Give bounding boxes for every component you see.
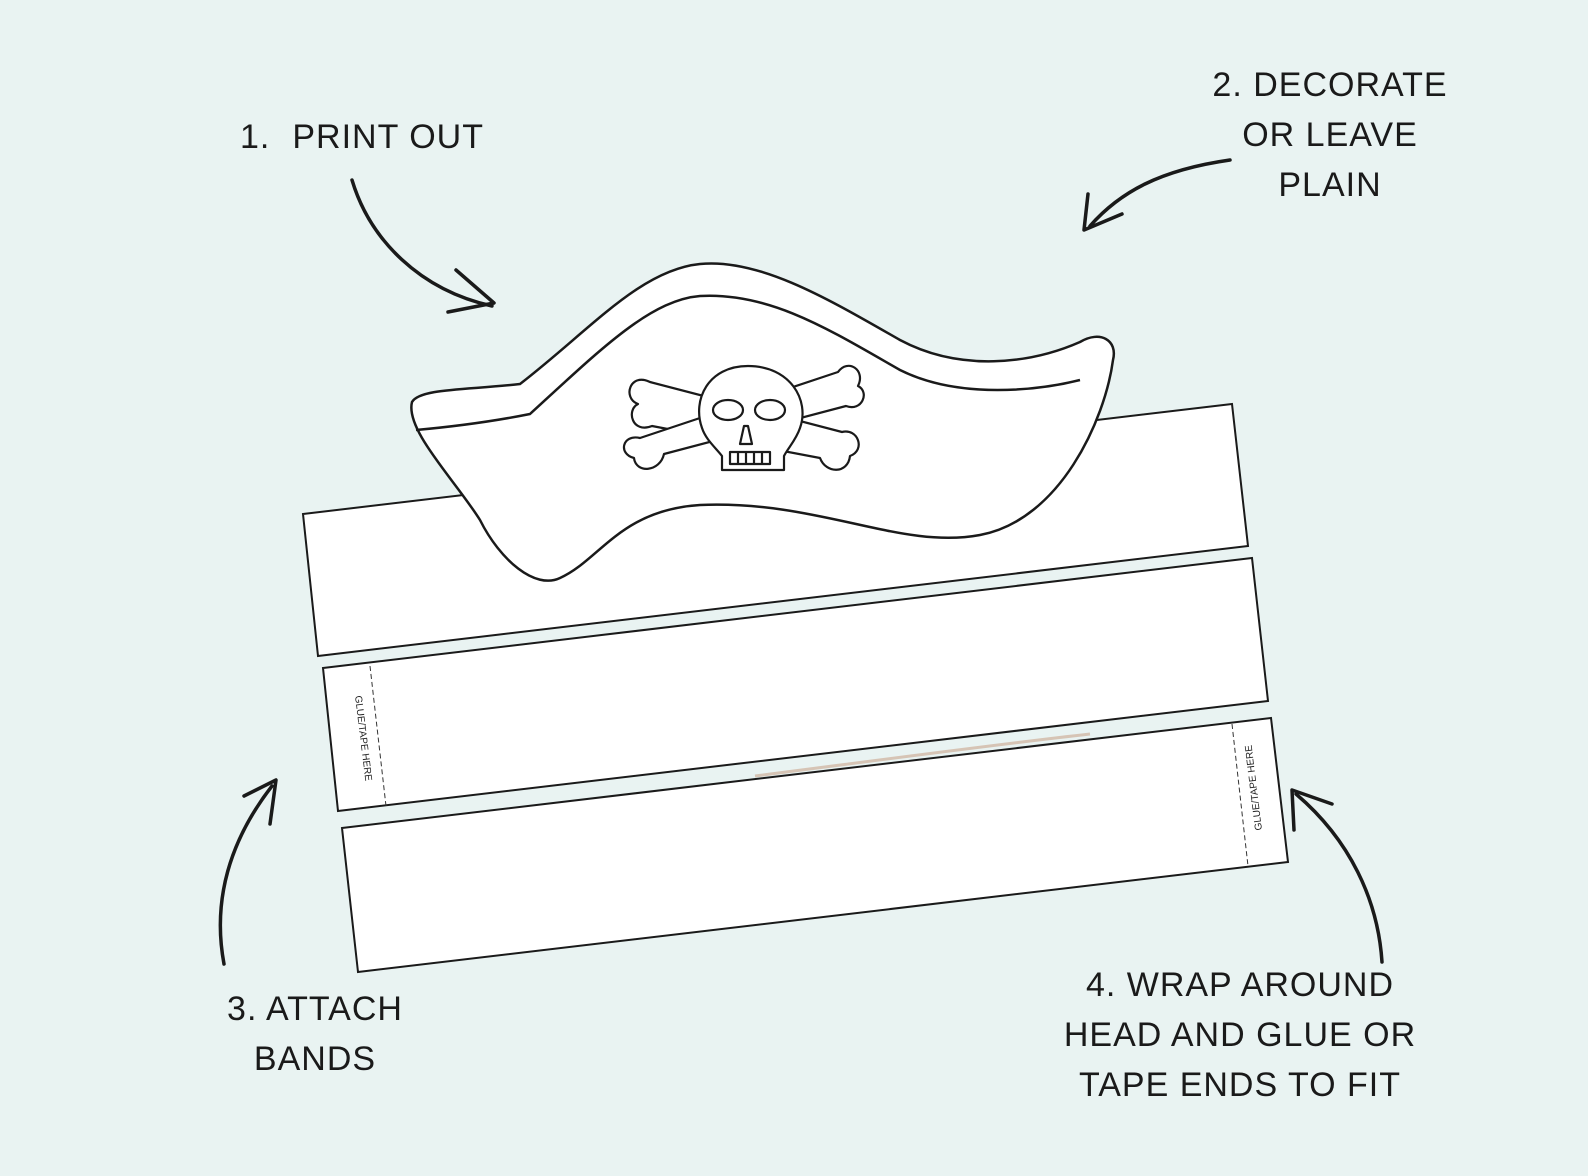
step-3-line-1: 3. ATTACH (227, 990, 403, 1028)
step-2-line-2: OR LEAVE (1242, 116, 1418, 154)
step-2-line-1: 2. DECORATE (1212, 66, 1448, 104)
step-2-label: 2. DECORATE OR LEAVE PLAIN (1190, 60, 1470, 210)
step-1-text: PRINT OUT (292, 118, 484, 156)
step-4-line-2: HEAD AND GLUE OR (1063, 1016, 1417, 1054)
arrow-icon (350, 178, 496, 314)
step-2-line-3: PLAIN (1278, 166, 1382, 204)
step-4-line-1: 4. WRAP AROUND (1085, 966, 1395, 1004)
arrow-icon (1290, 788, 1384, 964)
step-4-label: 4. WRAP AROUND HEAD AND GLUE OR TAPE END… (1060, 960, 1420, 1110)
step-3-line-2: BANDS (253, 1040, 377, 1078)
step-1-number: 1. (240, 118, 271, 156)
arrow-icon (1082, 158, 1232, 232)
arrow-icon (218, 778, 278, 966)
skull-and-crossbones-icon (623, 364, 865, 472)
hat-band-middle: GLUE/TAPE HERE (321, 556, 1270, 813)
step-4-line-3: TAPE ENDS TO FIT (1078, 1066, 1402, 1104)
step-3-label: 3. ATTACH BANDS (200, 984, 430, 1084)
step-1-label: 1. PRINT OUT (240, 112, 484, 162)
hat-band-bottom: GLUE/TAPE HERE (340, 716, 1290, 974)
